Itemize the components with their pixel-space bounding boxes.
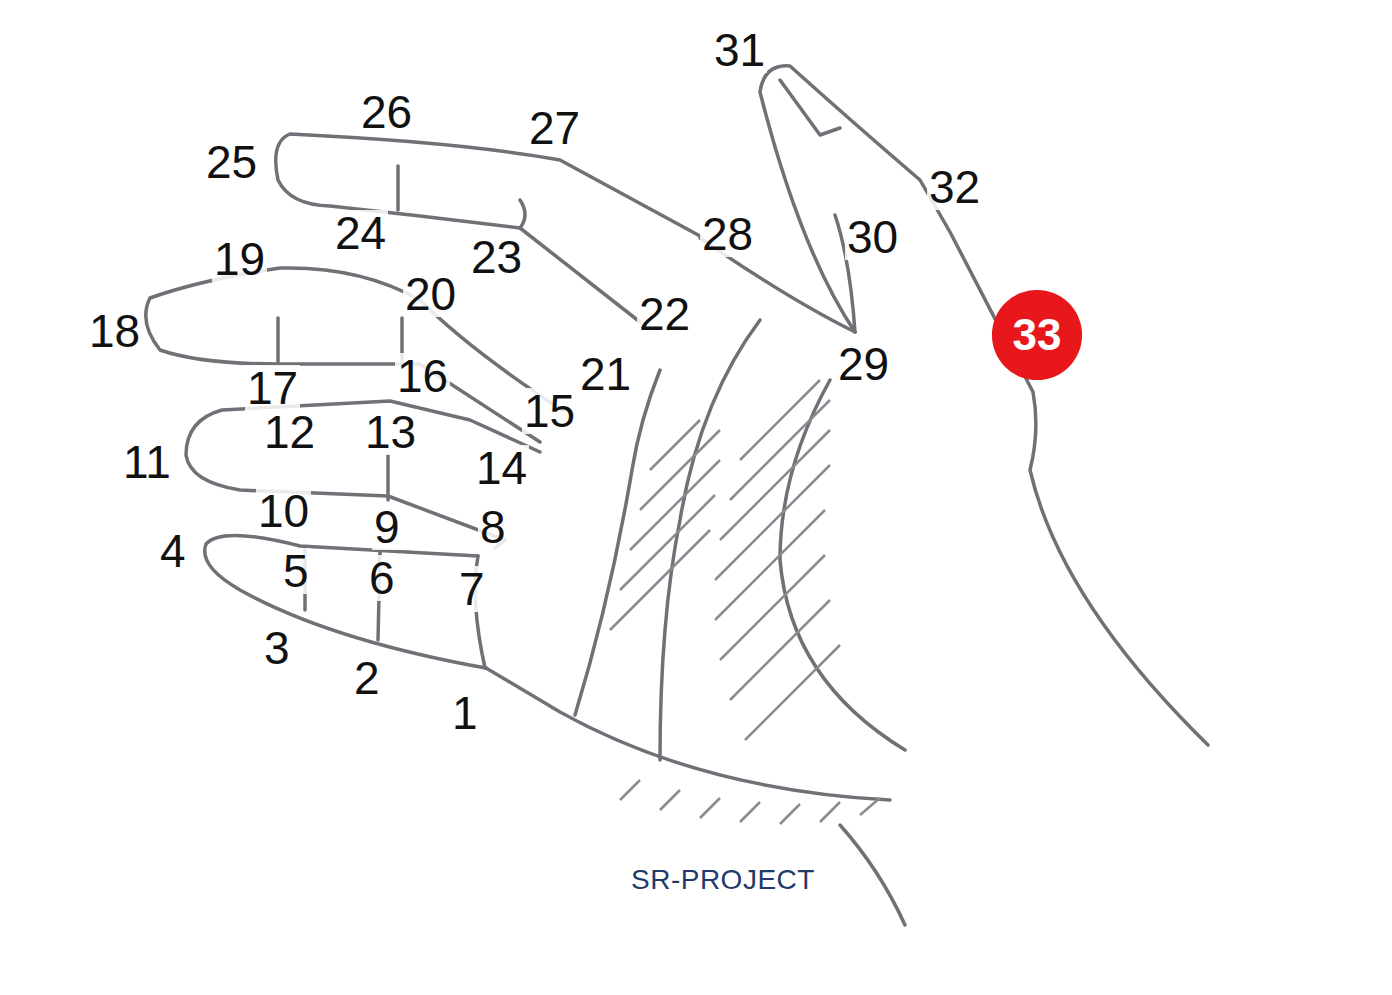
- watermark: SR-PROJECT: [629, 866, 817, 894]
- callout-number: 20: [403, 271, 458, 317]
- callout-number: 14: [474, 445, 529, 491]
- callout-number: 26: [359, 89, 414, 135]
- callout-number: 12: [262, 409, 317, 455]
- callout-number: 10: [256, 488, 311, 534]
- callout-number: 16: [395, 353, 450, 399]
- callout-number: 19: [212, 236, 267, 282]
- callout-number: 17: [245, 365, 300, 411]
- callout-number: 27: [527, 105, 582, 151]
- callout-number: 33: [1013, 313, 1062, 357]
- callout-number: 6: [367, 555, 397, 601]
- callout-number: 29: [836, 341, 891, 387]
- highlight-circle: 33: [991, 289, 1083, 381]
- callout-number: 8: [478, 504, 508, 550]
- callout-number: 15: [522, 388, 577, 434]
- callout-number: 25: [204, 139, 259, 185]
- callout-number: 3: [262, 625, 292, 671]
- callout-number: 11: [121, 439, 173, 485]
- callout-number: 30: [845, 214, 900, 260]
- callout-number: 1: [450, 690, 480, 736]
- callout-number: 13: [363, 409, 418, 455]
- callout-number: 2: [352, 655, 382, 701]
- callout-number: 9: [372, 504, 402, 550]
- callout-number: 23: [469, 234, 524, 280]
- callout-number: 7: [457, 566, 487, 612]
- callout-number: 5: [281, 548, 311, 594]
- callout-number: 21: [578, 351, 633, 397]
- callout-number: 22: [637, 291, 692, 337]
- callout-number: 28: [700, 211, 755, 257]
- callout-number: 32: [927, 164, 982, 210]
- callout-number: 31: [712, 27, 767, 73]
- callout-number: 18: [87, 308, 142, 354]
- callout-number: 24: [333, 210, 388, 256]
- callout-number: 4: [158, 528, 188, 574]
